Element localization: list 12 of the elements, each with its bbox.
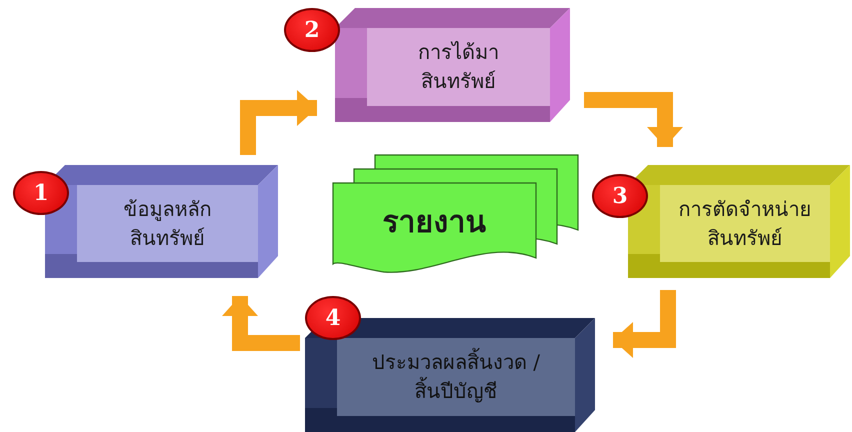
bent-arrow [222,296,300,351]
number-badge: 2 [284,8,340,52]
number-badge: 4 [305,296,361,340]
document-label: รายงาน [382,204,486,242]
bent-arrow [584,92,683,147]
box-label: การตัดจำหน่าย สินทรัพย์ [678,196,812,252]
box-label: ประมวลผลสิ้นงวด /สิ้นปีบัญชี [370,348,542,406]
box-label: การได้มา สินทรัพย์ [417,39,500,95]
number-badge: 3 [592,174,648,218]
number-badge: 1 [13,171,69,215]
bent-arrow [240,90,317,155]
box-label: ข้อมูลหลัก สินทรัพย์ [122,196,212,252]
